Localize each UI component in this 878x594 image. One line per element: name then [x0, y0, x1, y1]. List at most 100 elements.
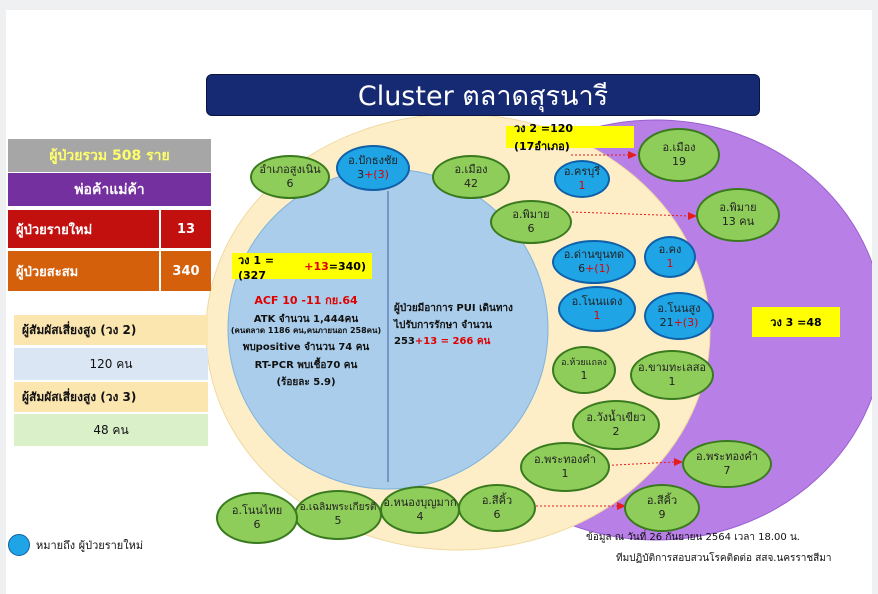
node-value: 7 — [723, 464, 731, 477]
ring1-label-new: +13 — [304, 259, 329, 273]
node-value: 1 — [580, 368, 588, 382]
pui-line-3: 253+13 = 266 คน — [394, 335, 544, 349]
pui-line-1: ผู้ป่วยมีอาการ PUI เดินทาง — [394, 303, 513, 314]
node-name: อ.สีคิ้ว — [646, 494, 678, 508]
node-name: อ.เมือง — [454, 163, 488, 177]
pui-base: 253 — [394, 336, 415, 347]
arrow-phimai-head — [688, 212, 697, 220]
atk-count: ATK จำนวน 1,444คน — [253, 313, 359, 325]
ring1-label: วง 1 = (327 +13 =340) — [232, 253, 372, 282]
node-name: อ.ด่านขุนทด — [563, 248, 625, 262]
node-name: อ.สีคิ้ว — [481, 494, 513, 508]
node-name: อ.ครบุรี — [563, 165, 601, 179]
ring3-title: วง 3 =48 — [752, 307, 840, 337]
node-value: 6+(1) — [578, 262, 610, 275]
new-patients-label: ผู้ป่วยรายใหม่ — [8, 210, 159, 248]
ring2-title: วง 2 =120 (17อำเภอ) — [506, 122, 634, 153]
new-patients-value: 13 — [161, 210, 211, 248]
node-value: 6 — [493, 508, 501, 521]
data-date-note: ข้อมูล ณ วันที่ 26 กันยายน 2564 เวลา 18.… — [586, 532, 800, 543]
pui-line-2: ไปรับการรักษา จำนวน — [394, 319, 493, 331]
node-value: 3+(3) — [357, 168, 389, 181]
legend-text: หมายถึง ผู้ป่วยรายใหม่ — [36, 539, 144, 552]
node-name: อ.ขามทะเลสอ — [637, 361, 707, 375]
ring1-label-total: =340) — [328, 259, 366, 273]
ring2-contacts-value: 120 คน — [14, 348, 208, 380]
node-name: อ.ปักธงชัย — [348, 154, 398, 168]
rtpcr-percent: (ร้อยละ 5.9) — [276, 377, 336, 389]
node-name: อ.โนนไทย — [231, 504, 283, 518]
positive-count: พบpositive จำนวน 74 คน — [242, 342, 370, 354]
node-name: อ.พระทองคำ — [696, 450, 758, 464]
atk-breakdown: (คนตลาด 1186 คน,คนภายนอก 258คน) — [230, 326, 382, 336]
node-value: 1 — [668, 375, 676, 388]
pui-new: +13 = 266 คน — [414, 336, 491, 347]
arrow-phimai — [571, 211, 689, 217]
node-value: 1 — [578, 179, 586, 192]
node-value: 21+(3) — [659, 316, 699, 329]
node-name: อ.เฉลิมพระเกียรติ — [299, 501, 377, 513]
node-value: 9 — [658, 508, 666, 521]
node-value: 6 — [527, 222, 535, 235]
ring2-contacts-label: ผู้สัมผัสเสี่ยงสูง (วง 2) — [14, 315, 208, 345]
acf-heading: ACF 10 -11 กย.64 — [254, 294, 358, 307]
arrow-sikhio-head — [617, 502, 626, 510]
total-patients-banner: ผู้ป่วยรวม 508 ราย — [8, 139, 211, 172]
node-value: 5 — [334, 514, 342, 528]
node-value: 4 — [416, 510, 424, 523]
node-name: อ.พิมาย — [512, 208, 550, 222]
node-name: อ.เมือง — [662, 141, 696, 155]
node-name: อำเภอสูงเนิน — [259, 163, 321, 177]
node-name: อ.วังน้ำเขียว — [586, 411, 646, 425]
node-name: อ.คง — [658, 243, 682, 257]
node-value: 6 — [286, 177, 294, 190]
node-name: อ.โนนแดง — [571, 295, 623, 309]
page-title: Cluster ตลาดสุรนารี — [206, 74, 760, 116]
node-value: 2 — [612, 425, 620, 438]
node-value: 1 — [561, 467, 569, 480]
node-name: อ.โนนสูง — [657, 302, 701, 316]
node-value: 6 — [253, 518, 261, 531]
legend: หมายถึง ผู้ป่วยรายใหม่ — [8, 534, 143, 556]
node-khon-buri: อ.ครบุรี1 — [554, 160, 610, 198]
node-value: 19 — [672, 155, 686, 168]
node-name: อ.พิมาย — [719, 201, 757, 215]
node-name: อ.ห้วยแถลง — [561, 357, 607, 368]
node-value: 42 — [464, 177, 478, 190]
node-name: อ.หนองบุญมาก — [383, 496, 457, 510]
node-value: 1 — [666, 257, 674, 270]
node-value: 1 — [593, 309, 601, 322]
rtpcr-count: RT-PCR พบเชื้อ70 คน — [254, 359, 358, 371]
cumulative-patients-value: 340 — [161, 251, 211, 291]
ring1-label-base: วง 1 = (327 — [238, 253, 275, 282]
arrow-phrathongkham-head — [674, 458, 683, 466]
ring3-contacts-label: ผู้สัมผัสเสี่ยงสูง (วง 3) — [14, 382, 208, 412]
ring1-pui-block: ผู้ป่วยมีอาการ PUI เดินทาง ไปรับการรักษา… — [394, 302, 544, 349]
legend-blue-dot-icon — [8, 534, 30, 556]
node-chaloem-phra-kiat: อ.เฉลิมพระเกียรติ5 — [294, 490, 382, 540]
arrow-mueang-head — [628, 151, 637, 159]
node-name: อ.พระทองคำ — [534, 453, 596, 467]
slide: Cluster ตลาดสุรนารี ผู้ป่วยรวม 508 ราย พ… — [6, 10, 872, 594]
vendors-banner: พ่อค้าแม่ค้า — [8, 173, 211, 206]
